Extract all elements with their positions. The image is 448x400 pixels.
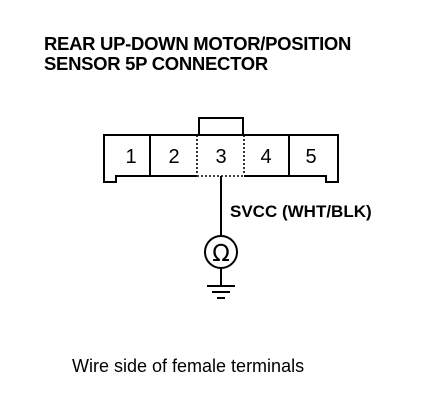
diagram-caption: Wire side of female terminals	[72, 356, 305, 376]
connector-lock-tab	[198, 117, 244, 136]
pin-4-label: 4	[260, 146, 271, 168]
pin-5-label: 5	[305, 146, 316, 168]
ohm-symbol: Ω	[212, 241, 230, 267]
pin-3-label: 3	[215, 146, 226, 168]
pin-1-label: 1	[125, 146, 136, 168]
connector-housing	[103, 134, 339, 183]
wire-label: SVCC (WHT/BLK)	[230, 202, 372, 221]
diagram-title-line-2: SENSOR 5P CONNECTOR	[44, 53, 268, 74]
diagram-title-line-1: REAR UP-DOWN MOTOR/POSITION	[44, 33, 352, 54]
ground-icon	[207, 285, 235, 299]
pin-2-label: 2	[168, 146, 179, 168]
